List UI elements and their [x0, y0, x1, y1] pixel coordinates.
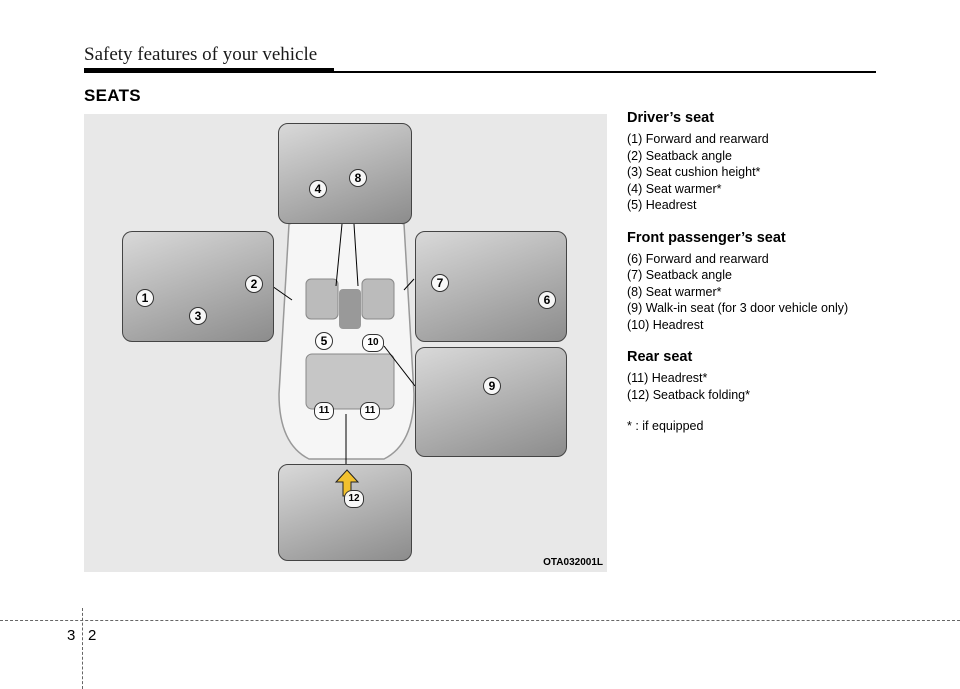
- list-item: (7) Seatback angle: [627, 268, 732, 282]
- footer-rule: [0, 620, 960, 621]
- footnote: * : if equipped: [627, 419, 704, 433]
- car-top-view-illustration: [271, 213, 416, 464]
- list-item: (11) Headrest*: [627, 371, 708, 385]
- header-rule-thick: [84, 68, 334, 73]
- page-number: 2: [88, 627, 97, 644]
- header-rule-thin: [330, 71, 876, 73]
- list-item: (9) Walk-in seat (for 3 door vehicle onl…: [627, 301, 849, 315]
- callout-7: 7: [431, 274, 449, 292]
- list-item: (8) Seat warmer*: [627, 284, 722, 299]
- callout-2: 2: [245, 275, 263, 293]
- callout-3: 3: [189, 307, 207, 325]
- header-title: Safety features of your vehicle: [84, 44, 318, 65]
- group-heading: Rear seat: [627, 349, 693, 365]
- callout-8: 8: [349, 169, 367, 187]
- footer-vrule: [82, 608, 83, 689]
- chapter-number: 3: [67, 627, 76, 644]
- walk-in-lever-panel: [415, 347, 567, 457]
- list-item: (2) Seatback angle: [627, 148, 732, 163]
- group-heading: Front passenger’s seat: [627, 229, 786, 246]
- seat-descriptions: Driver’s seat (1) Forward and rearward (…: [627, 110, 927, 433]
- callout-6: 6: [538, 291, 556, 309]
- callout-5: 5: [315, 332, 333, 350]
- callout-10: 10: [362, 334, 384, 352]
- callout-11-right: 11: [360, 402, 380, 420]
- section-title: SEATS: [84, 86, 141, 105]
- callout-4: 4: [309, 180, 327, 198]
- list-item: (10) Headrest: [627, 317, 704, 332]
- seat-warmer-switch-panel: [278, 123, 412, 224]
- group-drivers-seat: Driver’s seat (1) Forward and rearward (…: [627, 110, 927, 214]
- seat-illustration: 1 2 3 4 5 6 7 8 9 10 11 11 12 OTA032001L: [84, 114, 607, 572]
- list-item: (3) Seat cushion height*: [627, 165, 761, 179]
- callout-12: 12: [344, 490, 364, 508]
- group-rear-seat: Rear seat (11) Headrest* (12) Seatback f…: [627, 349, 927, 403]
- list-item: (1) Forward and rearward: [627, 132, 769, 146]
- callout-1: 1: [136, 289, 154, 307]
- list-item: (12) Seatback folding*: [627, 387, 750, 402]
- list-item: (4) Seat warmer*: [627, 181, 722, 196]
- callout-9: 9: [483, 377, 501, 395]
- figure-code: OTA032001L: [543, 557, 603, 568]
- group-heading: Driver’s seat: [627, 110, 715, 126]
- list-item: (5) Headrest: [627, 198, 697, 212]
- list-item: (6) Forward and rearward: [627, 251, 769, 266]
- group-front-passenger-seat: Front passenger’s seat (6) Forward and r…: [627, 230, 927, 334]
- callout-11-left: 11: [314, 402, 334, 420]
